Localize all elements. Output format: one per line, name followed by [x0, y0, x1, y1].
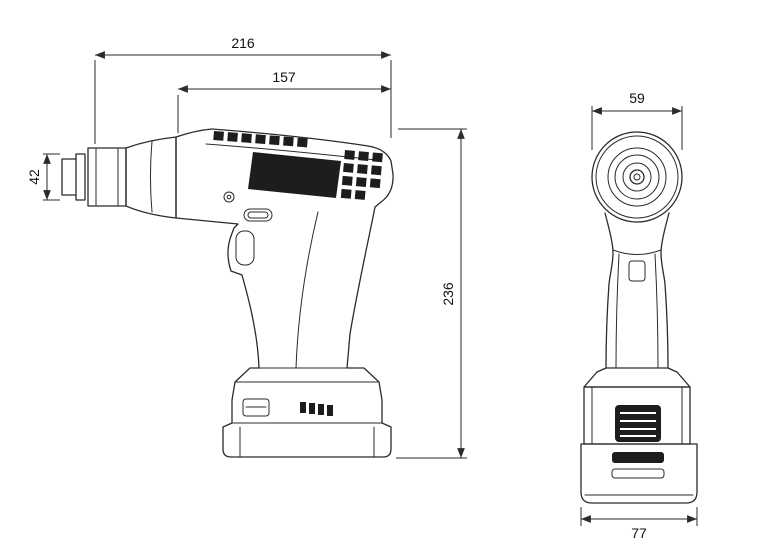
handle-switch-detail [628, 260, 646, 282]
dim-77-extensions [580, 507, 698, 526]
handle-inner-lines [615, 253, 659, 369]
foot-slot-outline [611, 468, 665, 479]
foot-slot-dark [612, 452, 664, 463]
head-ring-2 [595, 135, 679, 219]
keypad-buttons-grid [340, 150, 383, 200]
side-view [61, 128, 394, 458]
chuck-ring-4 [614, 154, 660, 200]
dim-216-extensions [94, 60, 392, 144]
battery-vents [300, 402, 333, 416]
housing-seam [150, 140, 153, 213]
dim-42-extensions [43, 153, 60, 201]
battery-grille-ridges [620, 412, 656, 437]
display-screen [248, 152, 341, 198]
front-view [580, 131, 698, 504]
handle-left-edge [604, 212, 614, 369]
spindle-collar [61, 147, 127, 207]
chuck-seam-lines [95, 147, 119, 207]
dim-236-extensions [396, 128, 467, 459]
head-outer-ring [591, 131, 683, 223]
trigger [235, 230, 255, 266]
spindle-center [633, 173, 641, 181]
chuck-ring-5 [622, 162, 652, 192]
dim-59-extensions [591, 106, 683, 150]
keypad-buttons-top [213, 131, 308, 148]
neck-cross-line [612, 249, 662, 255]
dim-spindle-diameter: 42 [26, 153, 60, 201]
dim-236-label: 236 [440, 282, 456, 306]
chuck-ring-3 [607, 147, 667, 207]
dim-overall-height: 236 [396, 128, 467, 459]
dim-77-label: 77 [631, 525, 647, 541]
dim-157-label: 157 [272, 69, 296, 85]
clip-slot [243, 208, 273, 222]
dim-battery-width: 77 [580, 507, 698, 541]
dim-59-label: 59 [629, 90, 645, 106]
battery-release-button [242, 398, 270, 417]
dim-head-width: 59 [591, 90, 683, 150]
battery-lines [231, 367, 383, 458]
clip-slot-inner [247, 211, 269, 219]
screw-center-icon [226, 194, 232, 200]
dim-overall-length: 216 [94, 35, 392, 144]
battery-grille [615, 405, 661, 442]
dimension-annotations: 216 157 42 236 59 77 [26, 35, 698, 541]
battery-mid-seams [591, 386, 683, 445]
dim-housing-length: 157 [177, 69, 391, 133]
dim-216-label: 216 [231, 35, 255, 51]
dim-42-label: 42 [26, 169, 42, 185]
spindle-socket [629, 169, 645, 185]
battery-foot [580, 443, 698, 504]
handle-right-edge [660, 212, 670, 369]
battery-shoulder [583, 367, 691, 388]
handle-seam [295, 211, 319, 369]
screw-icon [223, 191, 235, 203]
